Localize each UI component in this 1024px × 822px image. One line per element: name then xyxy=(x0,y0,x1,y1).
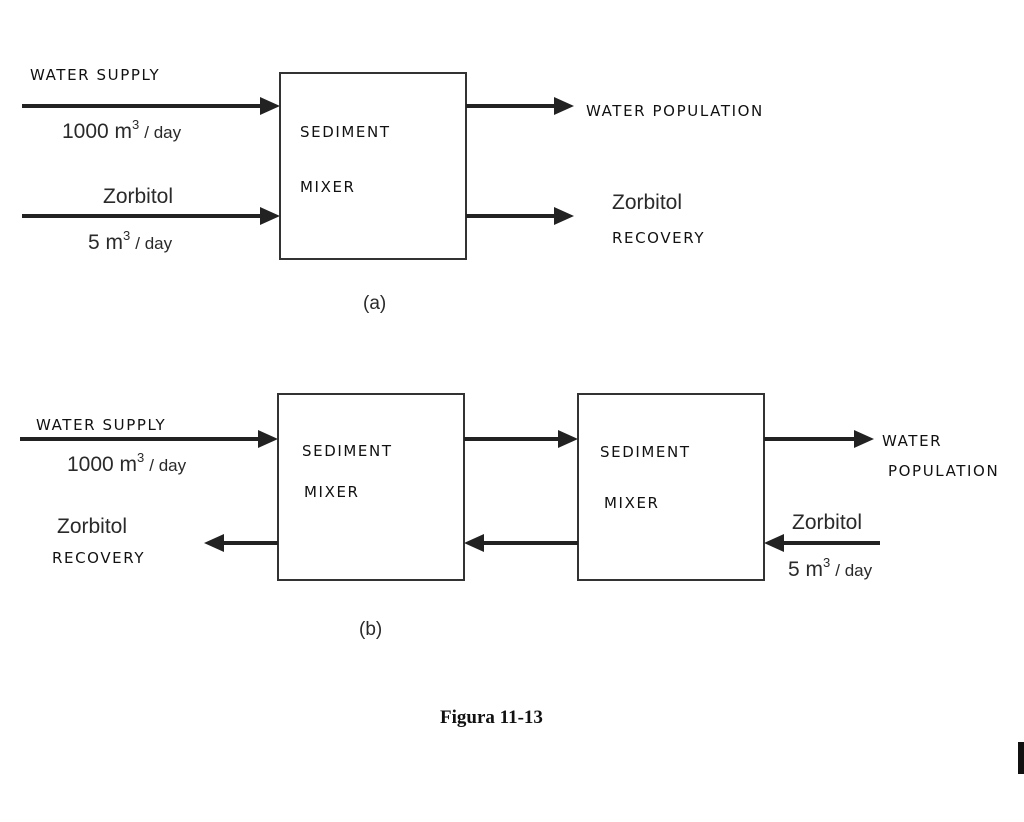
arrowhead-icon xyxy=(464,534,484,552)
zorbitol-input-rate-a: 5 m3 / day xyxy=(88,228,173,254)
water-rate-unit: / day xyxy=(144,123,181,142)
box-a-label-line2: MIXER xyxy=(300,178,356,196)
diagram-b: SEDIMENT MIXER SEDIMENT MIXER WATER SUPP… xyxy=(20,393,999,640)
zorbitol-transfer-arrow-b xyxy=(464,534,578,552)
zorbitol-input-rate-b: 5 m3 / day xyxy=(788,555,873,581)
zorbitol-input-arrow-b xyxy=(764,534,880,552)
box-b2-label-line2: MIXER xyxy=(604,494,660,512)
water-output-arrow-a xyxy=(466,97,574,115)
zorbitol-output-arrow-a xyxy=(466,207,574,225)
caption-a: (a) xyxy=(363,293,386,314)
water-supply-label-a: WATER SUPPLY xyxy=(30,66,160,84)
zorbitol-input-arrow-a xyxy=(22,207,280,225)
water-supply-label-b: WATER SUPPLY xyxy=(36,416,166,434)
zorbitol-rate-number: 5 m xyxy=(88,231,123,254)
zorbitol-recovery-label-b: RECOVERY xyxy=(52,549,145,567)
caption-b: (b) xyxy=(359,619,382,640)
arrowhead-icon xyxy=(558,430,578,448)
water-population-label-b-line2: POPULATION xyxy=(888,462,999,480)
box-b1-label-line2: MIXER xyxy=(304,483,360,501)
water-rate-number: 1000 m xyxy=(67,453,137,476)
water-population-label-a: WATER POPULATION xyxy=(586,102,764,120)
box-b1-label-line1: SEDIMENT xyxy=(302,442,393,460)
zorbitol-rate-number: 5 m xyxy=(788,558,823,581)
water-supply-arrow-b xyxy=(20,430,278,448)
arrowhead-icon xyxy=(764,534,784,552)
zorbitol-input-label-b: Zorbitol xyxy=(792,511,862,534)
sediment-mixer-box-a: SEDIMENT MIXER xyxy=(279,72,467,260)
water-supply-rate-a: 1000 m3 / day xyxy=(62,117,182,143)
zorbitol-rate-unit: / day xyxy=(835,561,872,580)
zorbitol-output-arrow-b xyxy=(204,534,278,552)
zorbitol-recovery-label-a: RECOVERY xyxy=(612,229,705,247)
arrowhead-icon xyxy=(554,97,574,115)
water-population-label-b-line1: WATER xyxy=(882,432,942,450)
box-b2-label-line1: SEDIMENT xyxy=(600,443,691,461)
arrowhead-icon xyxy=(854,430,874,448)
sediment-mixer-box-b1: SEDIMENT MIXER xyxy=(277,393,465,581)
arrowhead-icon xyxy=(260,97,280,115)
water-transfer-arrow-b xyxy=(464,430,578,448)
arrowhead-icon xyxy=(258,430,278,448)
zorbitol-rate-exponent: 3 xyxy=(123,228,130,243)
zorbitol-output-label-b: Zorbitol xyxy=(57,515,127,538)
diagram-a: SEDIMENT MIXER WATER SUPPLY 1000 m3/ day… xyxy=(22,66,764,314)
water-rate-number: 1000 m xyxy=(62,120,132,143)
water-output-arrow-b xyxy=(764,430,874,448)
water-rate-unit: / day xyxy=(149,456,186,475)
water-rate-exponent: 3 xyxy=(132,117,139,132)
box-a-label-line1: SEDIMENT xyxy=(300,123,391,141)
zorbitol-output-label-a: Zorbitol xyxy=(612,191,682,214)
arrowhead-icon xyxy=(260,207,280,225)
figure-caption: Figura 11-13 xyxy=(440,707,543,728)
sediment-mixer-box-b2: SEDIMENT MIXER xyxy=(577,393,765,581)
water-supply-rate-b: 1000 m3 / day xyxy=(67,450,187,476)
zorbitol-rate-exponent: 3 xyxy=(823,555,830,570)
edge-mark xyxy=(1018,742,1024,774)
arrowhead-icon xyxy=(554,207,574,225)
zorbitol-input-label-a: Zorbitol xyxy=(103,185,173,208)
zorbitol-rate-unit: / day xyxy=(135,234,172,253)
water-rate-exponent: 3 xyxy=(137,450,144,465)
water-supply-arrow-a xyxy=(22,97,280,115)
arrowhead-icon xyxy=(204,534,224,552)
